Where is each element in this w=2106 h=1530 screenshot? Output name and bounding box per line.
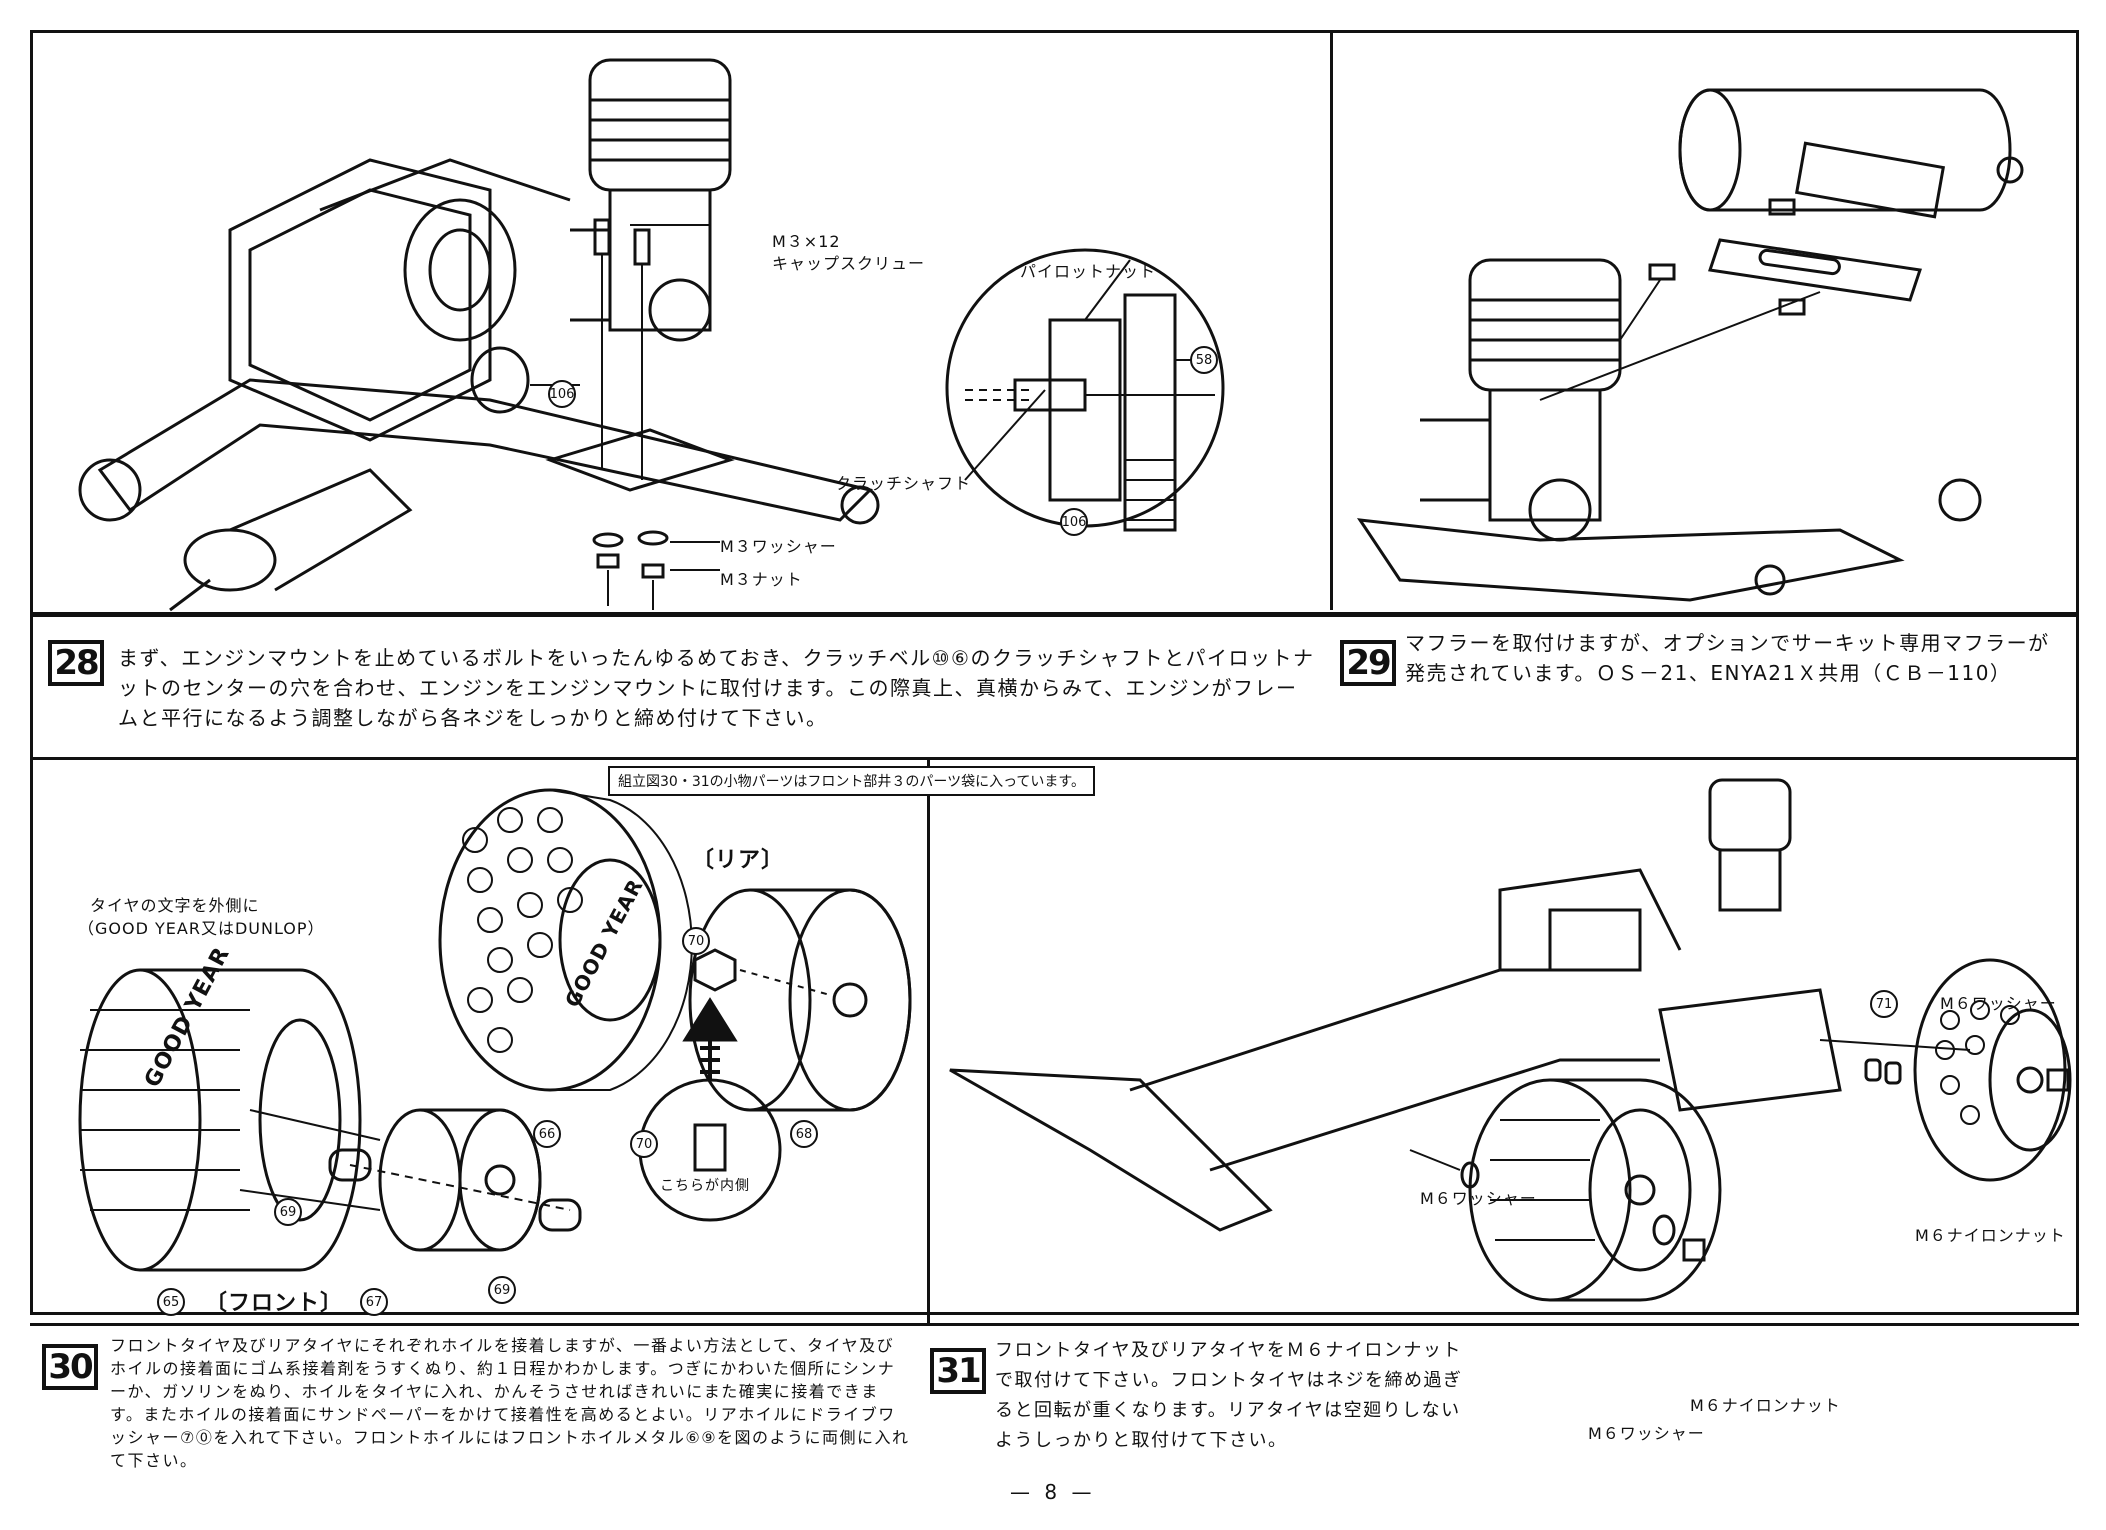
step29-number: 29 xyxy=(1340,640,1396,686)
step29-muffler-illustration xyxy=(1356,88,2024,602)
step28-engine-chassis-illustration xyxy=(78,58,880,612)
tire-note-line1: タイヤの文字を外側に xyxy=(90,896,260,915)
page-frame xyxy=(30,30,2079,1315)
m3-washer-label: M３ワッシャー xyxy=(720,537,837,556)
step29-instructions: マフラーを取付けますが、オプションでサーキット専用マフラーが発売されています。Ｏ… xyxy=(1405,631,2050,685)
step30-instructions: フロントタイヤ及びリアタイヤにそれぞれホイルを接着しますが、一番よい方法として、… xyxy=(110,1336,910,1470)
step31-instructions: フロントタイヤ及びリアタイヤをＭ６ナイロンナットで取付けて下さい。フロントタイヤ… xyxy=(995,1340,1463,1451)
part-70-detail-callout: 70 xyxy=(630,1130,658,1158)
divider-bottom-illus xyxy=(30,1323,2079,1326)
capscrew-name-label: キャップスクリュー xyxy=(772,254,926,273)
part-71-callout: 71 xyxy=(1870,990,1898,1018)
tire-note-line2: （GOOD YEAR又はDUNLOP） xyxy=(78,919,325,938)
m6-washer-label-front-lower: M６ワッシャー xyxy=(1588,1424,1705,1443)
step28-number: 28 xyxy=(48,640,104,686)
caption-row-top-line xyxy=(30,612,2079,615)
inside-label: こちらが内側 xyxy=(660,1178,750,1194)
step31-number: 31 xyxy=(930,1348,986,1394)
step28-instructions: まず、エンジンマウントを止めているボルトをいったんゆるめておき、クラッチベル⑩⑥… xyxy=(118,646,1315,730)
step31-chassis-wheel-illustration xyxy=(949,778,2072,1302)
part-65-callout: 65 xyxy=(157,1288,185,1316)
front-label: 〔フロント〕 xyxy=(205,1291,344,1316)
divider-top-vertical xyxy=(1330,30,1333,610)
step30-number: 30 xyxy=(42,1344,98,1390)
divider-bottom-vertical xyxy=(927,760,930,1325)
part-106-callout: 106 xyxy=(548,380,576,408)
part-106-detail-callout: 106 xyxy=(1060,508,1088,536)
m6-washer-label-rear: M６ワッシャー xyxy=(1940,994,2057,1013)
clutch-shaft-label: クラッチシャフト xyxy=(835,474,972,493)
m6-nylon-nut-label-rear: M６ナイロンナット xyxy=(1915,1226,2066,1245)
part-67-callout: 67 xyxy=(360,1288,388,1316)
part-66-callout: 66 xyxy=(533,1120,561,1148)
m3-nut-label: M３ナット xyxy=(720,570,803,589)
part-69-callout-left: 69 xyxy=(274,1198,302,1226)
part-69-callout-right: 69 xyxy=(488,1276,516,1304)
divider-top-caption xyxy=(30,614,2079,617)
m6-nylon-nut-label-front: M６ナイロンナット xyxy=(1690,1396,1841,1415)
divider-top-section xyxy=(30,757,2079,760)
part-68-callout: 68 xyxy=(790,1120,818,1148)
step28-clutch-detail-circle xyxy=(945,248,1225,532)
part-70-callout: 70 xyxy=(682,927,710,955)
m6-washer-label-front-upper: M６ワッシャー xyxy=(1420,1189,1537,1208)
part-58-callout: 58 xyxy=(1190,346,1218,374)
step30-tire-wheel-illustration xyxy=(78,788,912,1272)
small-parts-note: 組立図30・31の小物パーツはフロント部井３のパーツ袋に入っています。 xyxy=(608,766,1095,796)
capscrew-size-label: M３×12 xyxy=(772,232,841,251)
pilot-nut-label: パイロットナット xyxy=(1020,262,1157,281)
page-number: — 8 — xyxy=(1010,1480,1096,1504)
rear-label: 〔リア〕 xyxy=(692,848,785,873)
